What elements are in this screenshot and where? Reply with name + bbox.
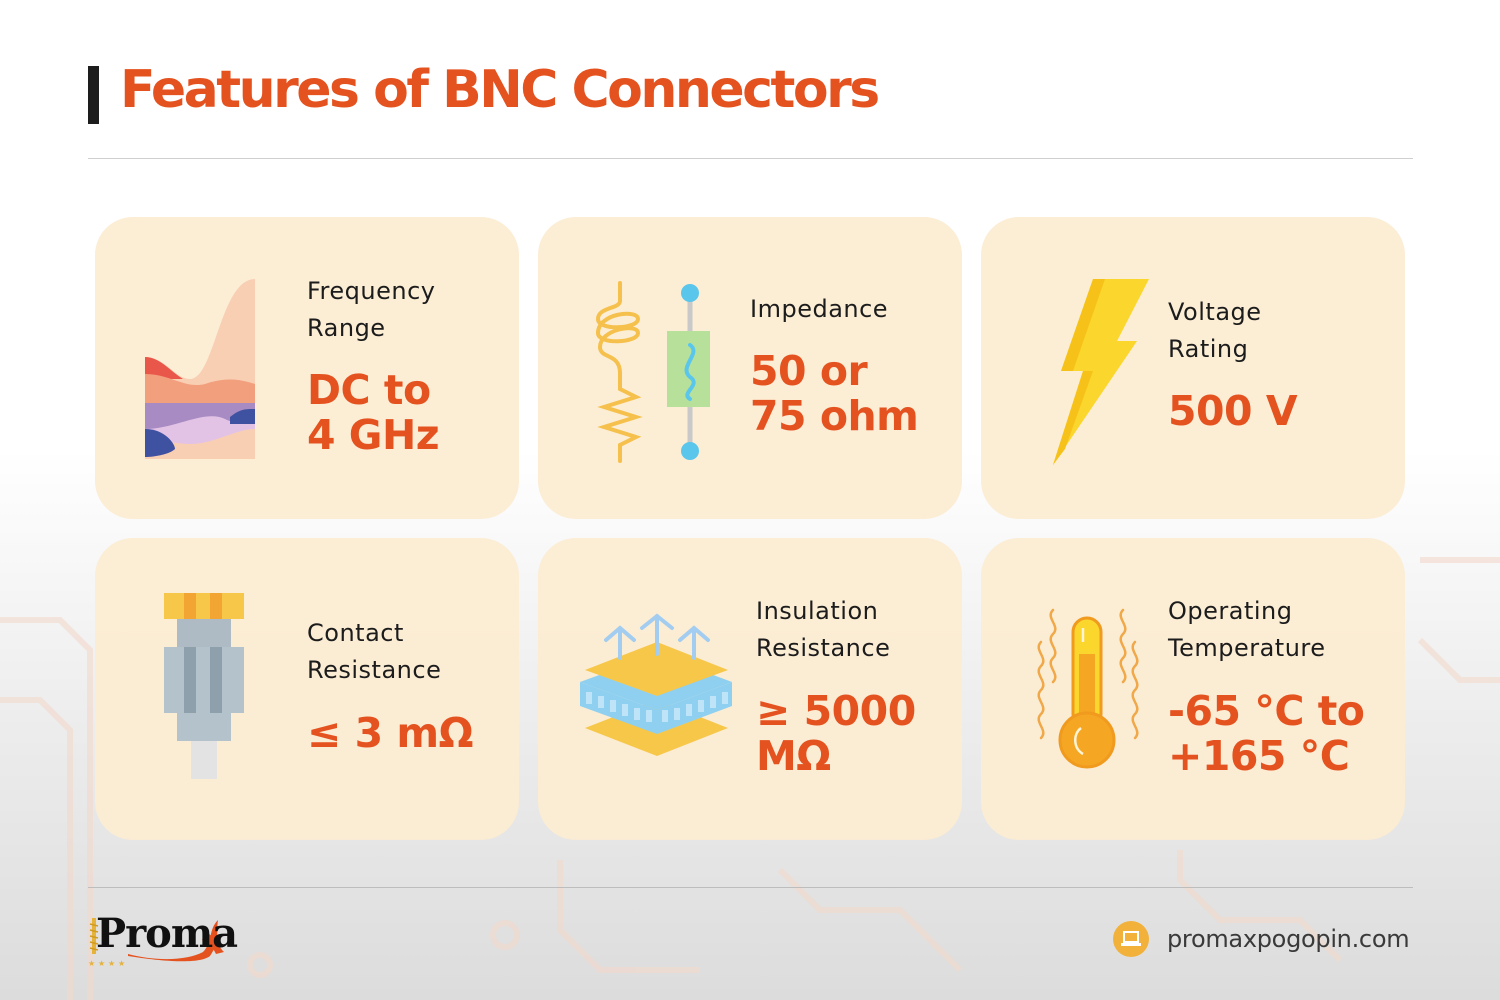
feature-value: 500 V [1168, 387, 1298, 435]
feature-label: Operating Temperature [1168, 597, 1326, 662]
feature-value: DC to 4 GHz [307, 366, 440, 459]
promax-logo: ★★★★ Proma [88, 910, 238, 970]
feature-card-frequency-range: Frequency Range DC to 4 GHz [95, 217, 519, 519]
title-accent-bar [88, 66, 99, 124]
website-text[interactable]: promaxpogopin.com [1167, 925, 1410, 953]
lightning-bolt-icon [1053, 279, 1149, 465]
feature-card-operating-temperature: Operating Temperature -65 °C to +165 °C [981, 538, 1405, 840]
logo-text: Proma [96, 910, 238, 957]
thermometer-icon [1037, 608, 1139, 769]
feature-label: Voltage Rating [1168, 298, 1262, 363]
feature-card-voltage-rating: Voltage Rating 500 V [981, 217, 1405, 519]
feature-label: Contact Resistance [307, 619, 442, 684]
svg-text:★: ★ [98, 959, 105, 968]
svg-text:★: ★ [108, 959, 115, 968]
feature-card-impedance: Impedance 50 or 75 ohm [538, 217, 962, 519]
feature-card-contact-resistance: Contact Resistance ≤ 3 mΩ [95, 538, 519, 840]
feature-label: Frequency Range [307, 277, 436, 342]
feature-value: 50 or 75 ohm [750, 347, 919, 440]
feature-value: ≥ 5000 MΩ [756, 687, 916, 780]
footer-divider [88, 887, 1413, 888]
header-divider [88, 158, 1413, 159]
logo-mark-icon: ★★★★ [88, 918, 224, 968]
insulation-layers-icon [580, 613, 732, 756]
feature-value: -65 °C to +165 °C [1168, 687, 1365, 780]
feature-card-insulation-resistance: Insulation Resistance ≥ 5000 MΩ [538, 538, 962, 840]
feature-label: Impedance [750, 295, 889, 323]
feature-label: Insulation Resistance [756, 597, 891, 662]
svg-text:★: ★ [88, 959, 95, 968]
laptop-icon [1113, 921, 1149, 957]
feature-value: ≤ 3 mΩ [307, 709, 474, 757]
frequency-wave-icon [145, 279, 255, 459]
connector-pin-icon [164, 593, 244, 779]
svg-text:★: ★ [118, 959, 125, 968]
page-title: Features of BNC Connectors [120, 60, 880, 120]
impedance-circuit-icon [595, 281, 710, 463]
website-link[interactable]: promaxpogopin.com [1113, 921, 1410, 957]
